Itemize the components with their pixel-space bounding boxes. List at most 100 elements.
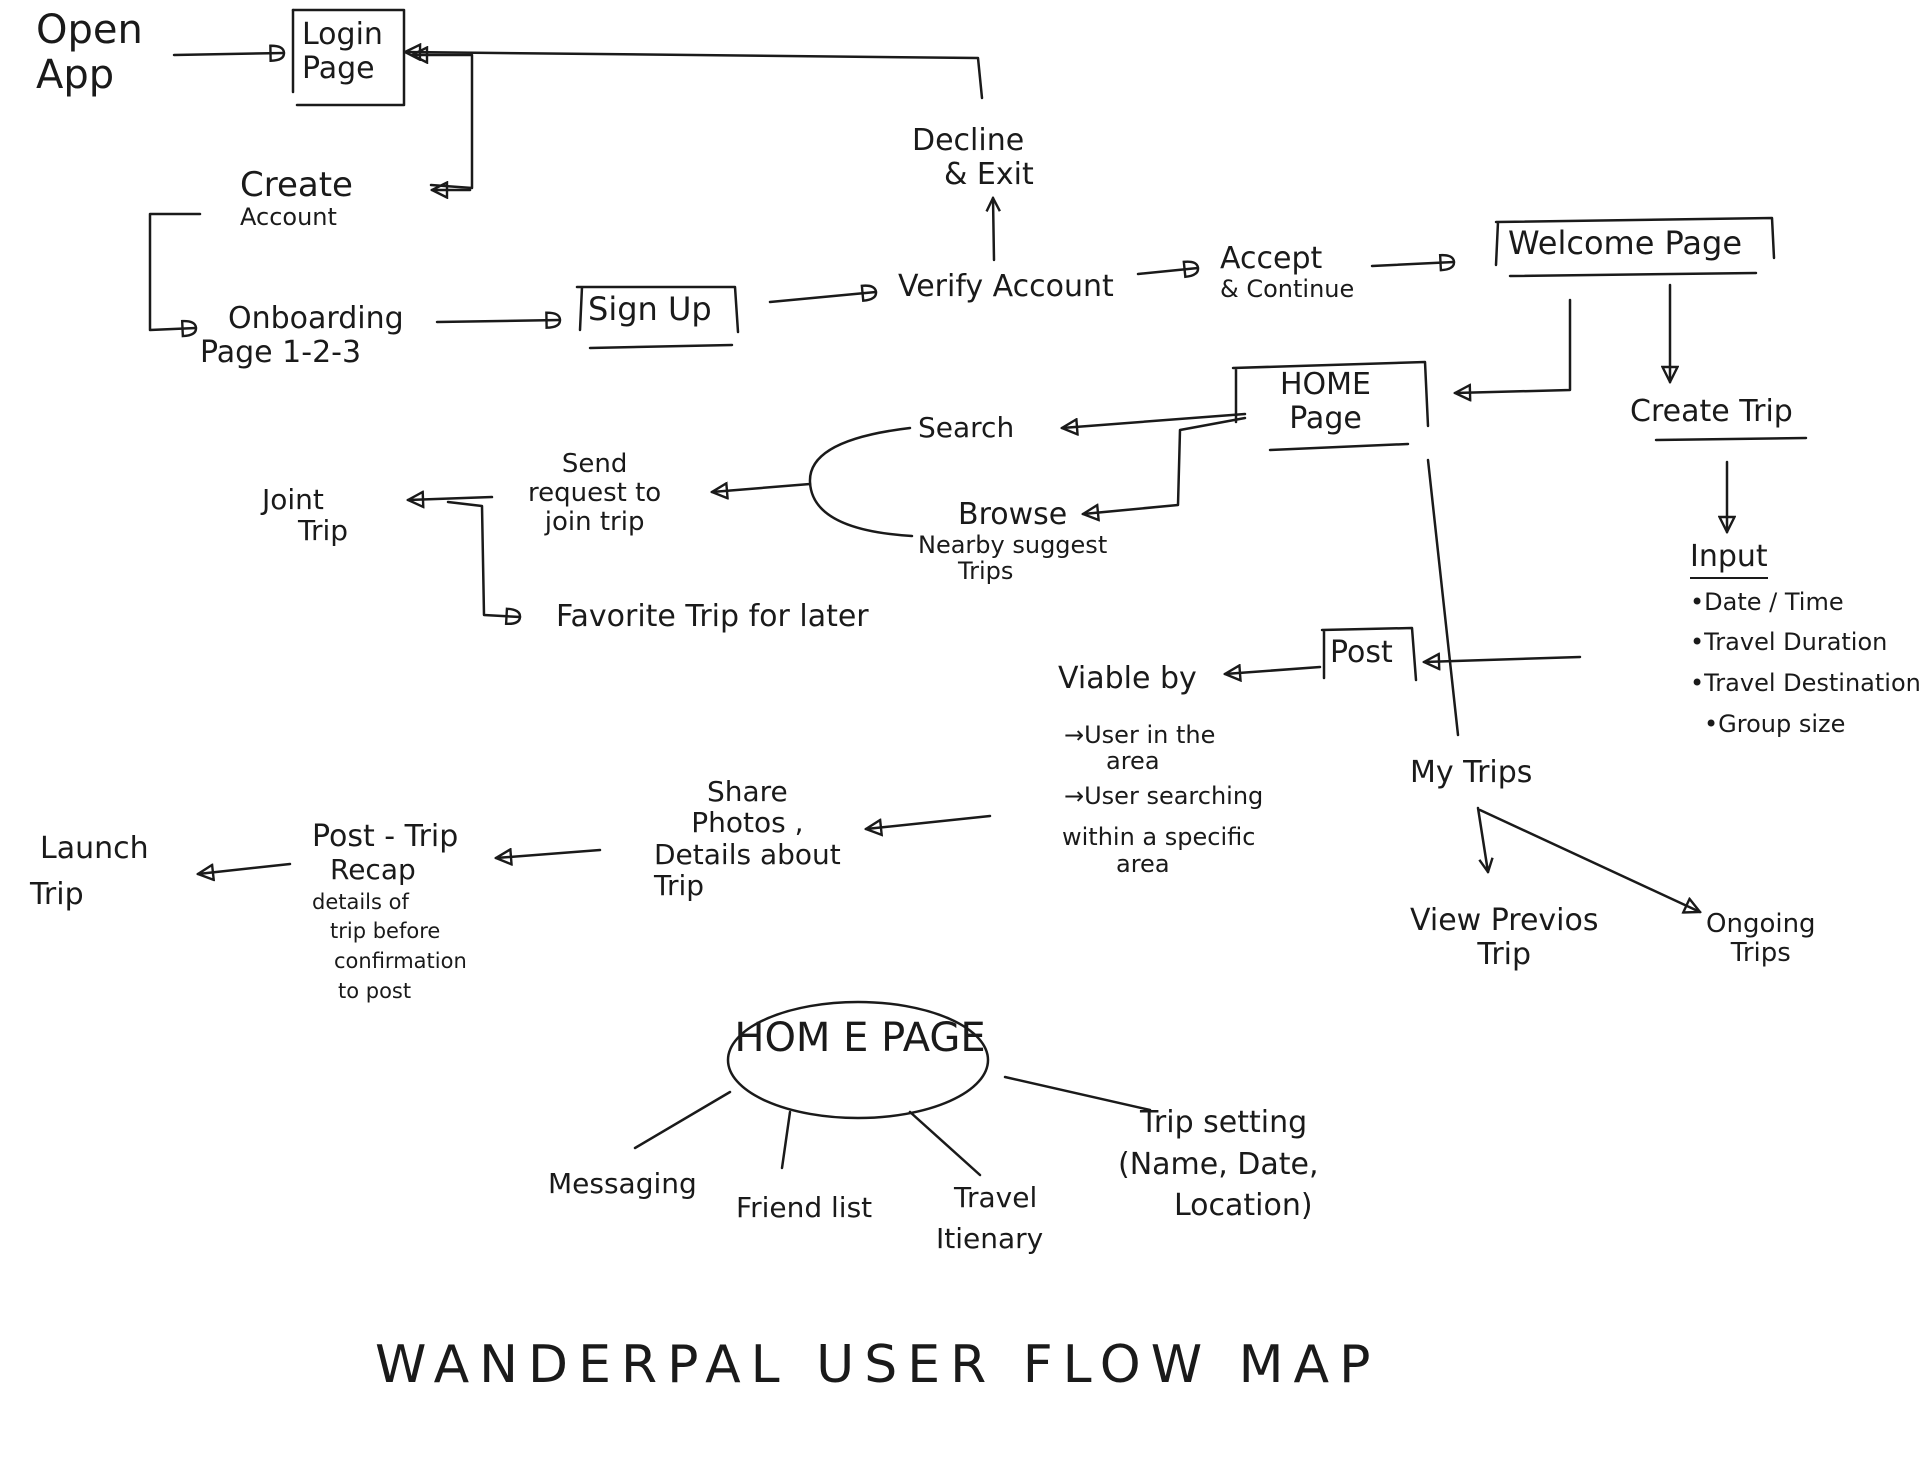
trip-setting-line-3: Location): [1174, 1188, 1313, 1224]
edge-onboarding-signup: [435, 311, 562, 329]
messaging-label: Messaging: [548, 1167, 697, 1200]
hub-spoke-friend-list: Friend list: [736, 1191, 873, 1224]
onboarding-line-2: Page 1-2-3: [200, 334, 362, 370]
hub-spoke-trip-setting: Trip setting (Name, Date, Location): [1118, 1106, 1319, 1223]
friend-list-label: Friend list: [736, 1191, 873, 1224]
open-app-node: Open App: [36, 8, 143, 98]
accept-continue-line-1: Accept: [1220, 241, 1323, 276]
ongoing-trips-node: Ongoing Trips: [1706, 909, 1816, 969]
view-previous-trip-node: View Previos Trip: [1410, 904, 1599, 971]
spoke-trip-setting: [1003, 1075, 1152, 1112]
post-trip-detail-1: details of: [312, 889, 409, 914]
edge-decline-login: [405, 52, 984, 100]
browse-node: Browse Nearby suggest Trips: [918, 498, 1107, 585]
decline-exit-line-2: & Exit: [944, 156, 1034, 192]
onboarding-line-1: Onboarding: [228, 301, 404, 336]
edge-create-account-login: [412, 55, 474, 190]
search-node: Search: [918, 411, 1015, 444]
post-box: [1320, 626, 1418, 682]
search-label: Search: [918, 411, 1015, 444]
viable-by-item-within-area: within a specific: [1062, 823, 1256, 852]
send-request-line-3: join trip: [544, 507, 645, 538]
favorite-trip-node: Favorite Trip for later: [556, 600, 869, 634]
post-trip-line-2: Recap: [330, 852, 416, 886]
browse-line-1: Browse: [958, 497, 1068, 532]
edge-input-post: [1424, 657, 1582, 662]
travel-itinerary-line-2: Itienary: [936, 1222, 1044, 1256]
post-trip-detail-3: confirmation: [334, 948, 467, 973]
home-page-box: [1231, 360, 1430, 452]
post-label: Post: [1330, 635, 1393, 670]
edge-verify-accept: [1136, 260, 1200, 279]
edge-home-browse: [1083, 416, 1247, 514]
launch-trip-line-1: Launch: [40, 831, 149, 866]
create-account-node: Create Account: [240, 166, 353, 231]
edge-viable-share: [866, 814, 992, 829]
decline-exit-node: Decline & Exit: [912, 124, 1034, 191]
home-page-line-1: HOME: [1280, 367, 1372, 402]
input-item-group-size: Group size: [1690, 711, 1920, 738]
send-request-node: Send request to join trip: [528, 449, 661, 538]
join-trip-node: Joint Trip: [262, 484, 348, 547]
viable-by-node: Viable by User in the area User searchin…: [1058, 662, 1263, 878]
home-page-node: HOME Page: [1280, 368, 1371, 435]
edge-send-join: [408, 497, 494, 500]
create-trip-underline: [1654, 436, 1808, 442]
ongoing-trips-line-1: Ongoing: [1706, 909, 1816, 939]
input-item-duration: Travel Duration: [1690, 629, 1920, 656]
edge-search-send: [808, 426, 914, 538]
verify-account-label: Verify Account: [898, 269, 1114, 304]
edge-send-favorite: [446, 500, 522, 625]
edge-branch-send: [712, 484, 812, 492]
decline-exit-line-1: Decline: [912, 123, 1025, 158]
edge-post-viable: [1225, 667, 1322, 674]
spoke-messaging: [633, 1090, 732, 1150]
post-trip-detail-4: to post: [338, 978, 412, 1003]
join-trip-line-2: Trip: [298, 514, 349, 548]
home-page-line-2: Page: [1289, 400, 1362, 436]
share-photos-line-4: Trip: [654, 869, 705, 903]
edge-open-app-login: [172, 44, 286, 62]
login-page-line-1: Login: [302, 17, 383, 52]
share-photos-line-1: Share: [706, 775, 788, 808]
viable-by-item-area-2: area: [1116, 850, 1170, 879]
edge-accept-welcome: [1370, 253, 1456, 272]
create-account-line-1: Create: [240, 165, 353, 205]
create-trip-node: Create Trip: [1630, 395, 1793, 429]
viable-by-heading: Viable by: [1058, 661, 1197, 696]
spoke-friend-list: [780, 1110, 792, 1170]
hub-spoke-messaging: Messaging: [548, 1167, 697, 1200]
open-app-line-2: App: [36, 51, 115, 98]
edge-welcome-home: [1455, 298, 1572, 393]
spoke-travel-itinerary: [908, 1110, 982, 1177]
input-item-destination: Travel Destination: [1690, 670, 1920, 697]
edge-post-trip-launch: [198, 862, 292, 874]
send-request-line-1: Send: [561, 449, 628, 479]
my-trips-node: My Trips: [1410, 756, 1532, 790]
launch-trip-node: Launch Trip: [30, 832, 149, 911]
view-previous-line-2: Trip: [1477, 936, 1532, 972]
post-node: Post: [1330, 636, 1393, 670]
edge-share-post-trip: [496, 850, 602, 858]
edge-create-account-onboarding: [148, 212, 202, 338]
travel-itinerary-line-1: Travel: [954, 1181, 1038, 1214]
edge-home-my-trips: [1426, 458, 1460, 737]
viable-by-item-area-1: area: [1106, 747, 1160, 776]
input-node: Input Date / Time Travel Duration Travel…: [1690, 540, 1920, 738]
post-trip-recap-node: Post - Trip Recap details of trip before…: [312, 820, 467, 1003]
launch-trip-line-2: Trip: [30, 876, 84, 912]
create-trip-label: Create Trip: [1630, 394, 1793, 429]
post-trip-detail-2: trip before: [330, 919, 441, 944]
edge-my-trips-view: [1476, 806, 1488, 872]
input-item-date-time: Date / Time: [1690, 588, 1920, 616]
onboarding-node: Onboarding Page 1-2-3: [200, 302, 404, 369]
hub-spoke-travel-itinerary: Travel Itienary: [936, 1182, 1043, 1255]
create-account-line-2: Account: [240, 203, 337, 232]
welcome-page-label: Welcome Page: [1508, 224, 1743, 262]
ongoing-trips-line-2: Trips: [1730, 938, 1791, 969]
browse-line-3: Trips: [958, 557, 1014, 586]
accept-continue-line-2: & Continue: [1220, 274, 1355, 303]
edge-my-trips-ongoing: [1478, 808, 1700, 912]
